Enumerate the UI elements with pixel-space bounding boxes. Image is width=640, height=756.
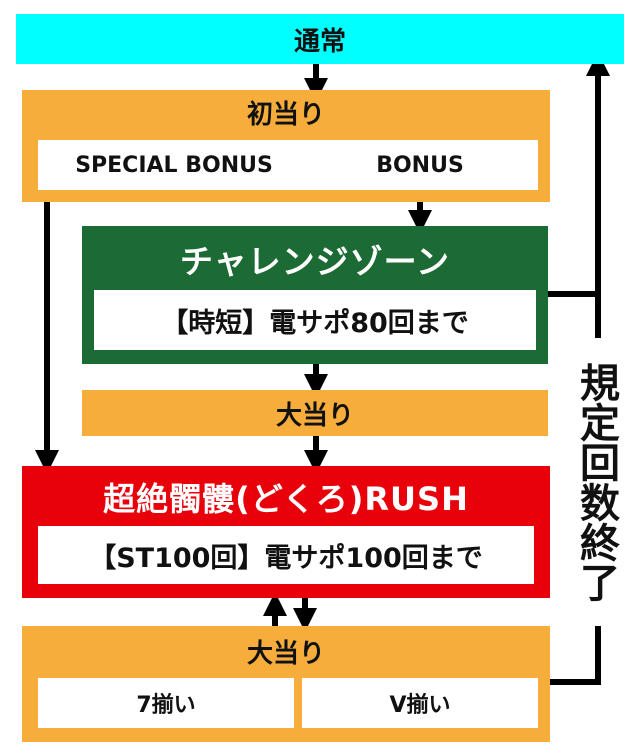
challenge-zone-title: チャレンジゾーン xyxy=(179,242,451,281)
seven-align-option: 7揃い xyxy=(38,678,294,728)
big-hit-2-box: 大当り 7揃い V揃い xyxy=(22,626,550,742)
v-align-option: V揃い xyxy=(302,678,538,728)
rush-detail: 【ST100回】電サポ100回まで xyxy=(38,526,534,584)
return-line-big-hit2 xyxy=(548,52,610,685)
big-hit-2-title: 大当り xyxy=(246,638,325,669)
normal-box: 通常 xyxy=(16,14,624,64)
seven-align-label: 7揃い xyxy=(136,693,196,718)
special-bonus-label: SPECIAL BONUS xyxy=(75,152,273,178)
big-hit-box: 大当り xyxy=(82,390,548,436)
big-hit-label: 大当り xyxy=(275,400,354,431)
rush-detail-text: 【ST100回】電サポ100回まで xyxy=(89,542,483,574)
v-align-label: V揃い xyxy=(389,693,451,718)
rush-box: 超絶髑髏(どくろ)RUSH 【ST100回】電サポ100回まで xyxy=(22,466,550,598)
first-hit-box: 初当り SPECIAL BONUS BONUS xyxy=(22,90,550,202)
special-bonus-option: SPECIAL BONUS xyxy=(38,140,310,190)
return-condition-label: 規定回数終了 xyxy=(570,338,622,626)
normal-label: 通常 xyxy=(293,26,346,57)
challenge-zone-detail: 【時短】電サポ80回まで xyxy=(94,290,536,350)
bonus-label: BONUS xyxy=(376,152,464,178)
bonus-option: BONUS xyxy=(302,140,538,190)
challenge-zone-box: チャレンジゾーン 【時短】電サポ80回まで xyxy=(82,226,548,364)
first-hit-title: 初当り xyxy=(246,99,325,130)
rush-title: 超絶髑髏(どくろ)RUSH xyxy=(103,480,469,518)
challenge-zone-detail-text: 【時短】電サポ80回まで xyxy=(161,307,469,339)
